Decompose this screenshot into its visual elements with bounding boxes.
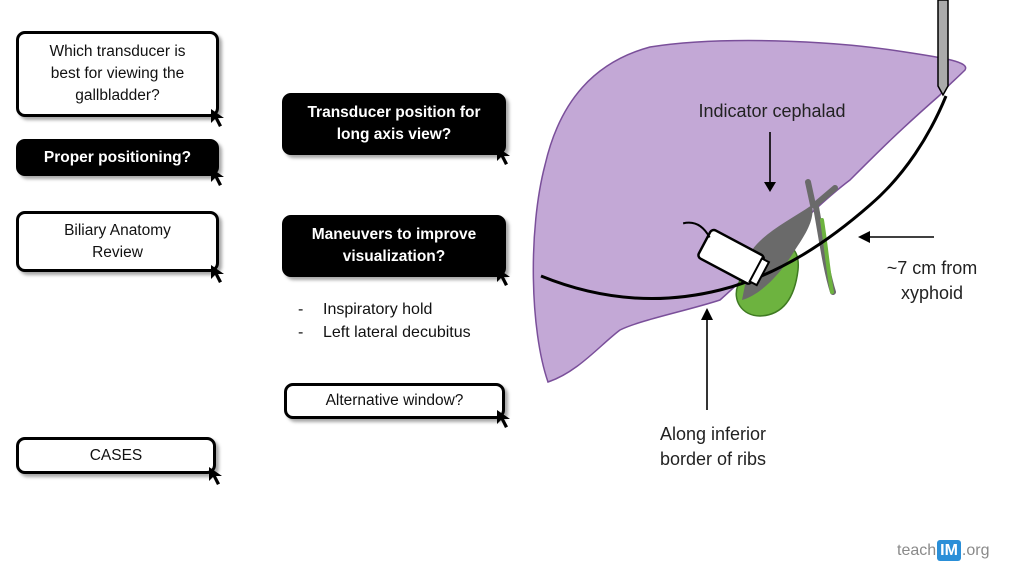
inferior-ribs-label: Along inferior border of ribs <box>659 424 767 469</box>
maneuver-list: -Inspiratory hold -Left lateral decubitu… <box>298 298 471 344</box>
costal-margin-line <box>540 95 948 300</box>
proper-positioning-button[interactable]: Proper positioning? <box>16 139 219 176</box>
cases-button[interactable]: CASES <box>16 437 216 474</box>
common-bile-duct <box>820 218 834 294</box>
xyphoid-distance-label: ~7 cm from xyphoid <box>886 258 978 303</box>
indicator-cephalad-label: Indicator cephalad <box>698 101 846 121</box>
alternative-window-button[interactable]: Alternative window? <box>284 383 505 419</box>
transducer-position-button[interactable]: Transducer position for long axis view? <box>282 93 506 155</box>
alternative-window-label: Alternative window? <box>325 392 464 409</box>
needle <box>937 0 949 97</box>
transducer-choice-label: Which transducer is best for viewing the… <box>49 43 186 104</box>
ultrasound-probe <box>682 221 771 287</box>
biliary-anatomy-button[interactable]: Biliary Anatomy Review <box>16 211 219 272</box>
transducer-choice-button[interactable]: Which transducer is best for viewing the… <box>16 31 219 117</box>
maneuvers-label: Maneuvers to improve visualization? <box>311 226 477 265</box>
proper-positioning-label: Proper positioning? <box>43 148 192 166</box>
transducer-position-label: Transducer position for long axis view? <box>307 104 481 143</box>
cases-label: CASES <box>89 446 143 464</box>
maneuvers-button[interactable]: Maneuvers to improve visualization? <box>282 215 506 277</box>
list-item: -Inspiratory hold <box>298 301 433 318</box>
list-item: -Left lateral decubitus <box>298 324 471 341</box>
biliary-anatomy-label: Biliary Anatomy Review <box>64 221 171 261</box>
liver-shape <box>532 39 967 383</box>
rib-gap <box>835 96 947 210</box>
